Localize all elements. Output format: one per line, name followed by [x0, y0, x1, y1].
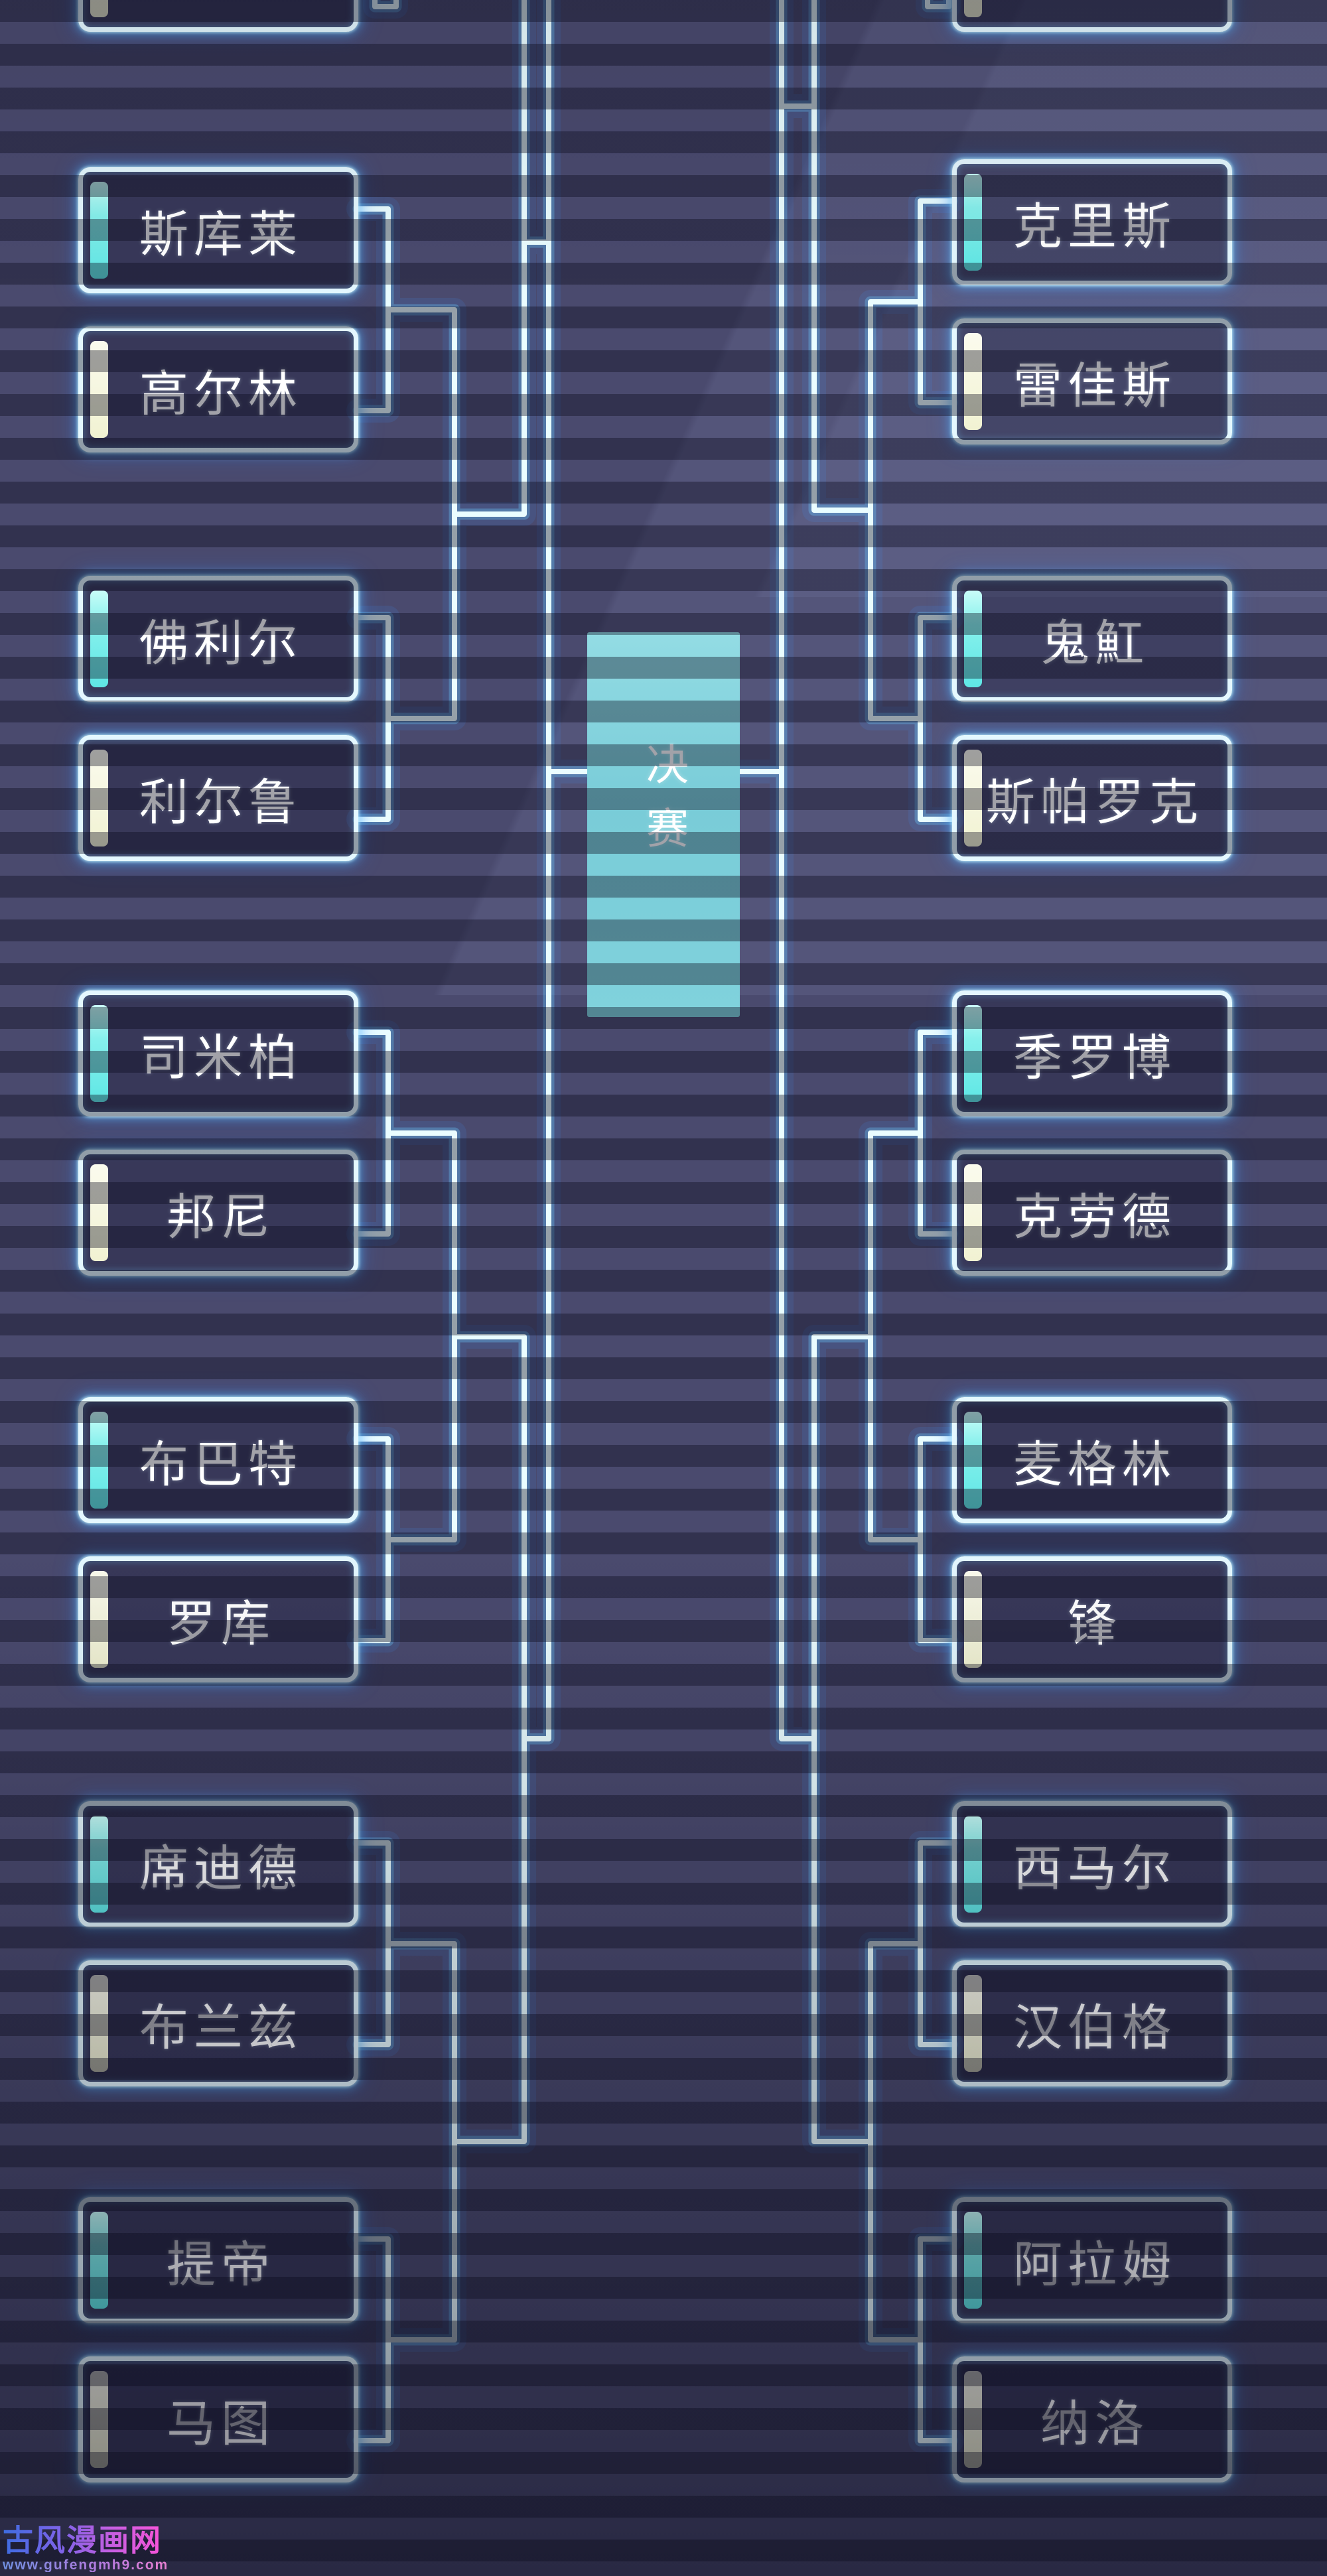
bracket-slot-right-6: 克劳德 [952, 1150, 1232, 1276]
bracket-slot-right-5: 季罗博 [952, 990, 1232, 1117]
bracket-slot-left-10: 布兰兹 [78, 1960, 358, 2086]
bracket-slot-left-5: 司米柏 [78, 990, 358, 1117]
seed-tab-cyan [90, 182, 108, 279]
bracket-slot-left-4: 利尔鲁 [78, 735, 358, 861]
seed-tab-cream [964, 333, 982, 430]
seed-tab-cyan [90, 590, 108, 687]
bracket-slot-left-12: 马图 [78, 2356, 358, 2482]
seed-tab-cream [90, 750, 108, 847]
bracket-slot-left-9: 席迪德 [78, 1801, 358, 1927]
final-box: 决赛 [587, 632, 740, 1017]
watermark: 古风漫画网 www.gufengmh9.com [3, 2525, 169, 2572]
slot-label: 布兰兹 [139, 2001, 303, 2056]
seed-tab-cream [90, 1571, 108, 1668]
bracket-slot-right-9: 西马尔 [952, 1801, 1232, 1927]
bracket-slot-right-4: 斯帕罗克 [952, 735, 1232, 861]
slot-label: 季罗博 [1013, 1031, 1176, 1086]
seed-tab-cream [964, 0, 982, 17]
bracket-slot-right-2: 雷佳斯 [952, 318, 1232, 444]
seed-tab-cyan [964, 1412, 982, 1509]
bracket-slot-left-8: 罗库 [78, 1556, 358, 1682]
bracket-slot-left-3: 佛利尔 [78, 576, 358, 702]
bracket-slot-right-3: 鬼魟 [952, 576, 1232, 702]
bracket-slot-right-12: 纳洛 [952, 2356, 1232, 2482]
slot-label: 锋 [1068, 1597, 1122, 1652]
seed-tab-cream [964, 1571, 982, 1668]
slot-label: 邦尼 [167, 1190, 275, 1245]
slot-label: 克里斯 [1013, 200, 1176, 255]
bracket-slot-left-0 [78, 0, 358, 32]
seed-tab-cream [964, 2371, 982, 2468]
slot-label: 佛利尔 [139, 616, 303, 671]
slot-label: 鬼魟 [1040, 616, 1149, 671]
slot-label: 雷佳斯 [1013, 359, 1176, 414]
bracket-slot-left-2: 高尔林 [78, 326, 358, 452]
seed-tab-cyan [90, 1816, 108, 1913]
slot-label: 司米柏 [139, 1031, 303, 1086]
seed-tab-cyan [964, 2212, 982, 2309]
slot-label: 阿拉姆 [1013, 2238, 1176, 2293]
bracket-slot-right-7: 麦格林 [952, 1397, 1232, 1523]
seed-tab-cream [90, 1975, 108, 2072]
slot-label: 西马尔 [1013, 1842, 1176, 1897]
slot-label: 利尔鲁 [139, 776, 303, 831]
slot-label: 提帝 [167, 2238, 275, 2293]
seed-tab-cyan [90, 2212, 108, 2309]
bracket-slot-right-8: 锋 [952, 1556, 1232, 1682]
bracket-slot-left-6: 邦尼 [78, 1150, 358, 1276]
watermark-site-name: 古风漫画网 [3, 2525, 169, 2555]
seed-tab-cream [90, 0, 108, 17]
slot-label: 高尔林 [139, 367, 303, 422]
slot-label: 斯库莱 [139, 208, 303, 263]
slot-label: 罗库 [167, 1597, 275, 1652]
slot-label: 席迪德 [139, 1842, 303, 1897]
bracket-slot-left-1: 斯库莱 [78, 167, 358, 293]
watermark-url: www.gufengmh9.com [3, 2557, 169, 2573]
final-label: 决赛 [640, 742, 687, 870]
seed-tab-cyan [964, 1005, 982, 1102]
slot-label: 麦格林 [1013, 1438, 1176, 1493]
bracket-slot-right-1: 克里斯 [952, 159, 1232, 285]
slot-label: 汉伯格 [1013, 2001, 1176, 2056]
seed-tab-cream [964, 1164, 982, 1261]
seed-tab-cream [964, 750, 982, 847]
seed-tab-cream [964, 1975, 982, 2072]
bracket-slot-right-10: 汉伯格 [952, 1960, 1232, 2086]
slot-label: 克劳德 [1013, 1190, 1176, 1245]
seed-tab-cream [90, 1164, 108, 1261]
seed-tab-cyan [90, 1412, 108, 1509]
bracket-slot-right-11: 阿拉姆 [952, 2197, 1232, 2323]
seed-tab-cyan [964, 1816, 982, 1913]
bracket-slot-right-0 [952, 0, 1232, 32]
seed-tab-cyan [964, 174, 982, 271]
seed-tab-cream [90, 341, 108, 438]
bracket-slot-left-7: 布巴特 [78, 1397, 358, 1523]
slot-label: 纳洛 [1040, 2397, 1149, 2452]
seed-tab-cyan [90, 1005, 108, 1102]
seed-tab-cyan [964, 590, 982, 687]
bracket-slot-left-11: 提帝 [78, 2197, 358, 2323]
seed-tab-cream [90, 2371, 108, 2468]
slot-label: 马图 [167, 2397, 275, 2452]
slot-label: 布巴特 [139, 1438, 303, 1493]
slot-label: 斯帕罗克 [986, 776, 1204, 831]
